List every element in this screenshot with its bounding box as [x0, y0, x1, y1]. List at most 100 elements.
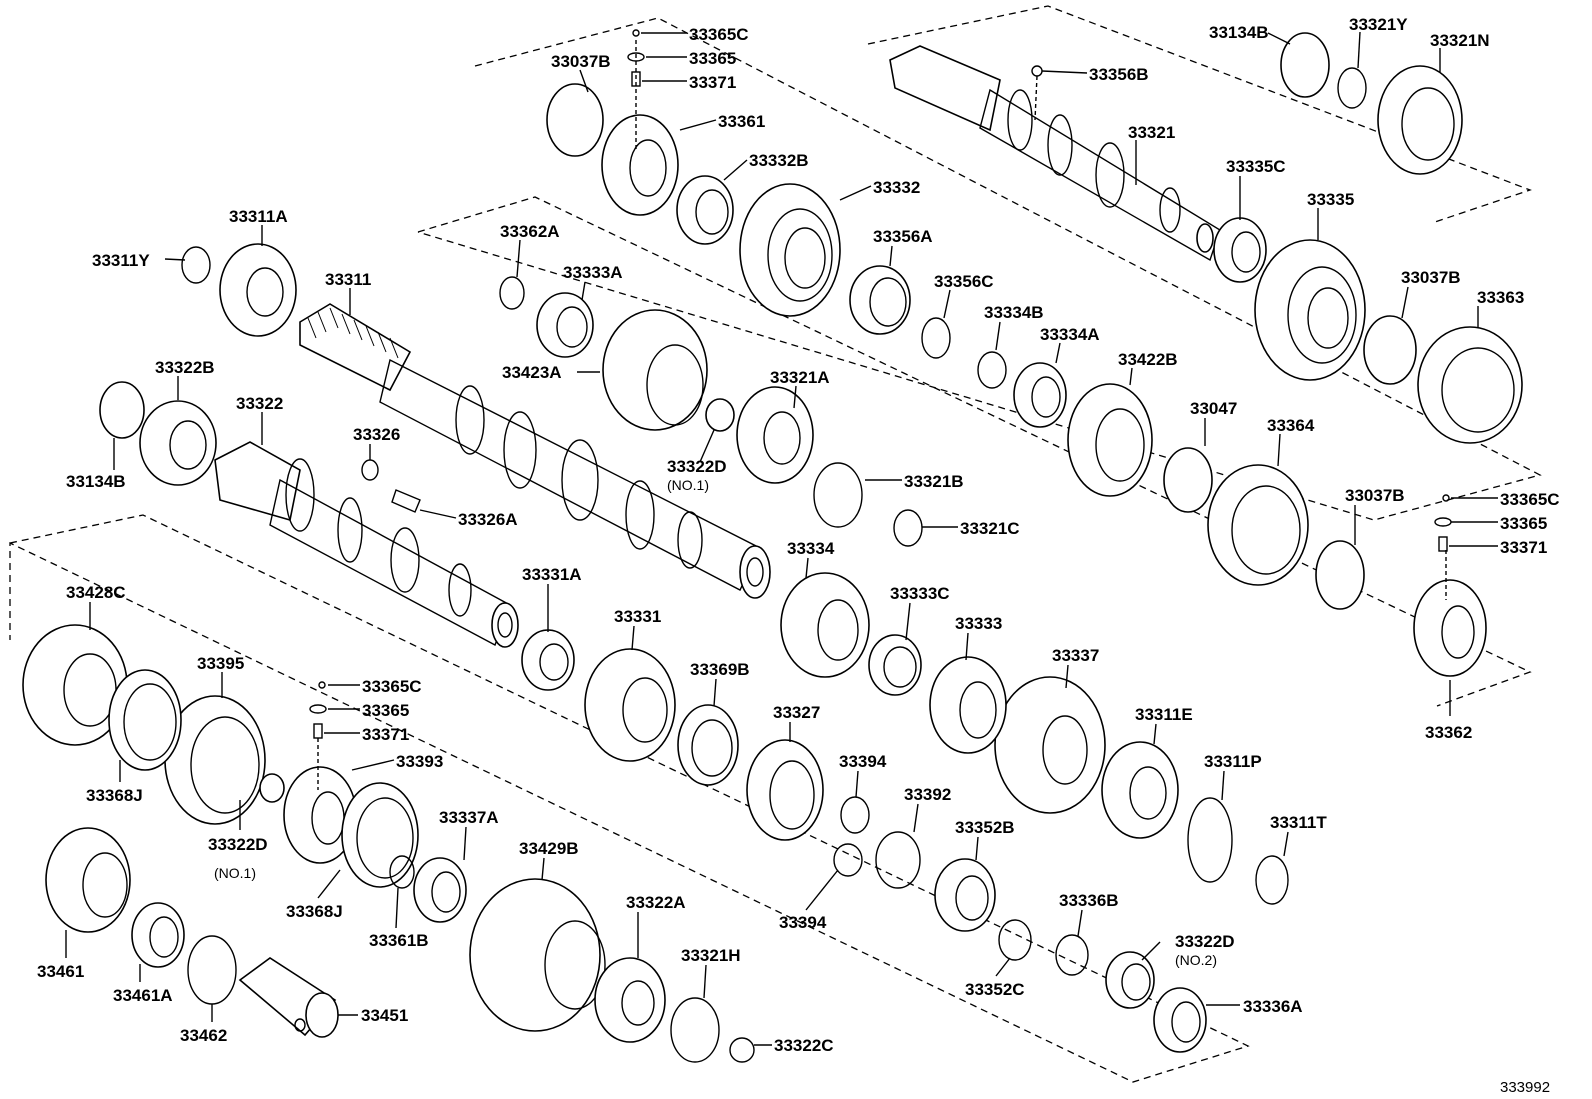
snap-ring-33334b: [977, 351, 1007, 389]
leader-lines: [65, 31, 1498, 1046]
part-label-p07: 33332: [873, 178, 920, 197]
sleeve-33327: [746, 739, 824, 841]
part-label-p32: 33047: [1190, 399, 1237, 418]
part-label-p47: 33331: [614, 607, 661, 626]
snap-ring-33336b: [1055, 934, 1089, 976]
collar-33322d-no1-lower: [259, 773, 285, 803]
snap-ring-33394-top: [840, 796, 870, 834]
sync-ring-33037b-right: [1363, 315, 1417, 385]
snap-ring-33321h: [670, 997, 720, 1063]
ball-33365c-top: [632, 29, 640, 37]
snap-ring-33361b: [389, 855, 415, 889]
part-label-p29: 33322B: [155, 358, 215, 377]
snap-ring-33356c: [921, 317, 951, 359]
part-label-p01: 33365C: [689, 25, 749, 44]
part-label-p70: 33336B: [1059, 891, 1119, 910]
part-label-p35: 33134B: [66, 472, 126, 491]
spring-33371-lower: [313, 723, 323, 739]
part-label-p31: 33326: [353, 425, 400, 444]
part-label-p37: 33365C: [1500, 490, 1560, 509]
needle-bearing-33352b: [934, 858, 996, 932]
gear-33334: [780, 572, 870, 678]
snap-ring-33352c: [998, 919, 1032, 961]
part-label-p48: 33333: [955, 614, 1002, 633]
snap-ring-33311t: [1255, 855, 1289, 905]
sleeve-33364: [1207, 464, 1309, 586]
part-label-p16: 33311Y: [92, 251, 150, 270]
counter-shaft: [214, 441, 519, 648]
sync-ring-33037b-top: [546, 83, 604, 157]
part-label-p04: 33371: [689, 73, 736, 92]
part-label-p19: 33333A: [563, 263, 623, 282]
snap-ring-33321b: [813, 462, 863, 528]
part-label-p22: 33037B: [1401, 268, 1461, 287]
part-label-p41: 33365: [1500, 514, 1547, 533]
part-label-p38: 33037B: [1345, 486, 1405, 505]
part-label-p77: 33461A: [113, 986, 173, 1005]
snap-ring-33321y: [1337, 67, 1367, 109]
group-outlines: [9, 5, 1542, 1083]
part-label-p57: 33371: [362, 725, 409, 744]
part-label-p66: 33322D: [208, 835, 268, 854]
part-label-p21: 33356C: [934, 272, 994, 291]
part-label-p15: 33311A: [229, 207, 288, 226]
collar-33322d-no1-upper: [705, 398, 735, 432]
part-label-p27: 33423A: [502, 363, 562, 382]
part-label-p39: 33326A: [458, 510, 518, 529]
gear-33423a: [602, 309, 708, 431]
part-label-p05: 33361: [718, 112, 765, 131]
bearing-33321n: [1377, 65, 1463, 175]
washer-33326: [361, 459, 379, 481]
needle-bearing-33333a: [536, 292, 594, 358]
bearing-33311a: [219, 243, 297, 337]
gear-33333: [929, 656, 1007, 754]
part-label-p36: 33321B: [904, 472, 964, 491]
part-label-p26: 33422B: [1118, 350, 1178, 369]
part-label-p59: 33394: [839, 752, 887, 771]
part-sublabel-s3: (NO.2): [1175, 952, 1217, 968]
snap-ring-33362a: [499, 276, 525, 310]
part-label-p06: 33332B: [749, 151, 809, 170]
part-label-p30: 33322: [236, 394, 283, 413]
bearing-33322b: [139, 400, 217, 486]
part-label-p40: 33321C: [960, 519, 1020, 538]
component-shapes: [22, 29, 1523, 1063]
part-label-p79: 33451: [361, 1006, 408, 1025]
part-label-p75: 33461: [37, 962, 84, 981]
part-label-p71: 33322A: [626, 893, 686, 912]
part-label-p72: 33361B: [369, 931, 429, 950]
figure-id: 333992: [1500, 1079, 1550, 1096]
snap-ring-33311y: [181, 246, 211, 284]
ring-33368j-lower: [341, 782, 419, 888]
gear-33337: [994, 676, 1106, 814]
part-label-p43: 33371: [1500, 538, 1547, 557]
part-label-p64: 33352B: [955, 818, 1015, 837]
sync-ring-33037b-low: [1315, 540, 1365, 610]
group-outline-middle: [417, 196, 1532, 707]
part-label-p28: 33321A: [770, 368, 830, 387]
collar-33322d-no2: [1105, 951, 1155, 1009]
part-label-p76: 33352C: [965, 980, 1025, 999]
group-outline-lower: [9, 514, 1250, 1083]
part-label-p55: 33311E: [1135, 705, 1193, 724]
part-label-p80: 33462: [180, 1026, 227, 1045]
bearing-33322a: [594, 957, 666, 1043]
part-labels: 33365C 33365 33037B 33371 33361 33332B 33332 33…: [37, 15, 1560, 1055]
part-label-p56: 33362: [1425, 723, 1472, 742]
part-label-p20: 33356A: [873, 227, 933, 246]
sync-ring-33134b-left: [99, 381, 145, 439]
part-label-p44: 33331A: [522, 565, 582, 584]
gear-33429b: [469, 878, 606, 1032]
sync-ring-33134b-top: [1280, 32, 1330, 98]
bearing-33311e: [1101, 741, 1179, 839]
gear-33332: [739, 183, 841, 317]
collar-33333c: [868, 634, 922, 696]
sleeve-33363: [1417, 326, 1523, 444]
needle-bearing-33334a: [1013, 362, 1067, 428]
group-outline-upper-counter: [417, 17, 1542, 521]
part-label-p73: 33322D: [1175, 932, 1235, 951]
part-label-p74: 33321H: [681, 946, 741, 965]
part-label-p34: 33322D: [667, 457, 727, 476]
gear-33331: [584, 648, 676, 762]
